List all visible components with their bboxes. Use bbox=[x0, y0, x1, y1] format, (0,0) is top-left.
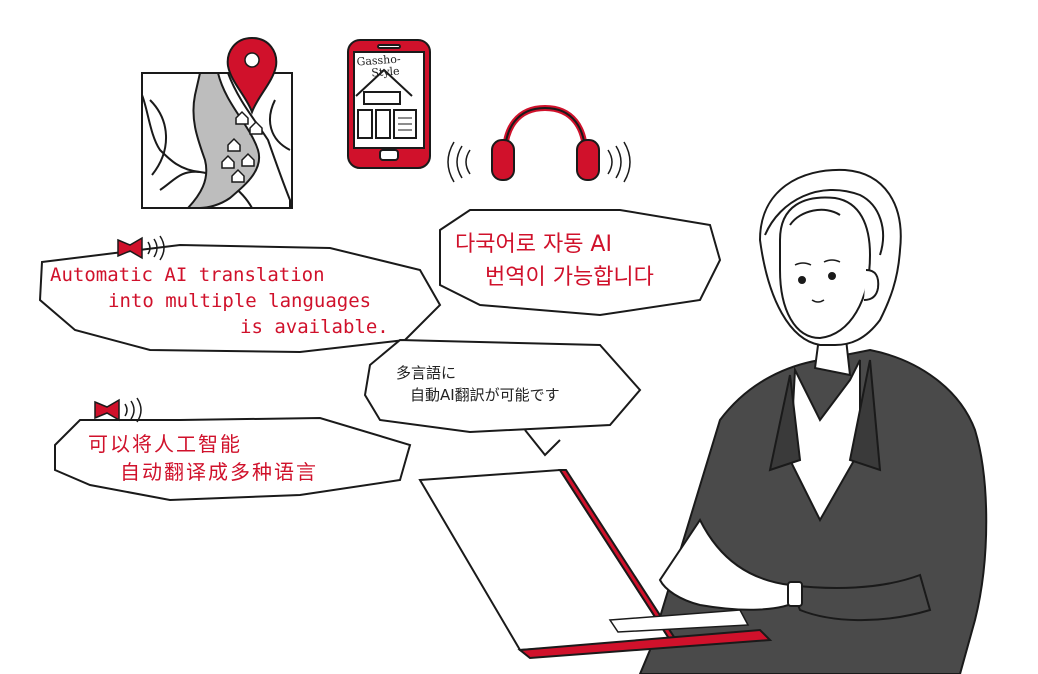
phone-icon bbox=[347, 39, 431, 169]
house-icons bbox=[221, 110, 263, 183]
english-line1: Automatic AI translation bbox=[50, 264, 325, 286]
english-text: Automatic AI translation into multiple l… bbox=[50, 262, 389, 340]
bubble-japanese bbox=[363, 338, 642, 434]
chinese-text: 可以将人工智能 自动翻译成多种语言 bbox=[88, 430, 318, 486]
bubble-korean bbox=[439, 209, 722, 317]
headphones-icon bbox=[447, 104, 631, 183]
phone-sign: Gassho- Style bbox=[356, 52, 402, 80]
english-line2: into multiple languages bbox=[108, 290, 372, 312]
japanese-line2: 自動AI翻訳が可能です bbox=[410, 386, 560, 404]
chinese-line2: 自动翻译成多种语言 bbox=[120, 460, 318, 484]
japanese-text: 多言語に 自動AI翻訳が可能です bbox=[396, 362, 560, 406]
map-icon bbox=[141, 72, 293, 209]
speaker-icon bbox=[94, 397, 142, 423]
laptop bbox=[418, 468, 773, 660]
japanese-line1: 多言語に bbox=[396, 364, 457, 382]
bubble-chinese bbox=[54, 416, 412, 502]
person bbox=[638, 168, 988, 674]
korean-line1: 다국어로 자동 AI bbox=[455, 232, 612, 257]
map-pin-icon bbox=[226, 36, 278, 115]
korean-text: 다국어로 자동 AI 번역이 가능합니다 bbox=[455, 228, 654, 294]
english-line3: is available. bbox=[240, 316, 389, 338]
speaker-icon bbox=[117, 235, 165, 261]
chinese-line1: 可以将人工智能 bbox=[88, 432, 242, 456]
korean-line2: 번역이 가능합니다 bbox=[485, 265, 654, 290]
